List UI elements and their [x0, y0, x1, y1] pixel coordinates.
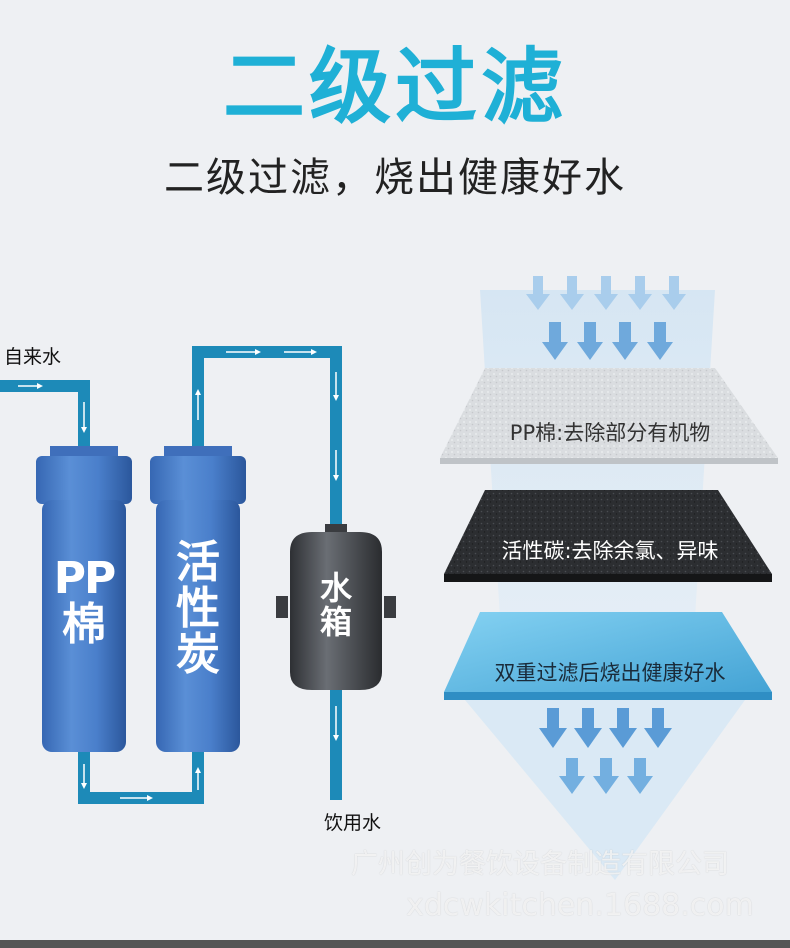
watermark-site: xdcwkitchen.1688.com [406, 888, 754, 923]
page-title: 二级过滤 [222, 40, 567, 135]
bottom-bar [0, 940, 790, 948]
pp-layer [440, 368, 778, 464]
tank-label: 水 箱 [319, 569, 352, 641]
carbon-layer-caption: 活性碳:去除余氯、异味 [501, 539, 719, 563]
water-tank [276, 524, 396, 690]
carbon-filter-cylinder [150, 446, 246, 752]
pipe-arrows [18, 349, 339, 801]
outlet-label: 饮用水 [324, 812, 382, 834]
pp-filter-cylinder [36, 446, 132, 752]
carbon-filter-label: 活 性 炭 [176, 537, 220, 681]
pp-layer-caption: PP棉:去除部分有机物 [509, 421, 711, 445]
clean-layer [444, 612, 772, 700]
pp-filter-label: PP 棉 [53, 553, 117, 651]
outflow-arrows-2 [559, 758, 653, 794]
inflow-arrows [526, 276, 686, 310]
inflow-arrows-2 [542, 322, 673, 360]
page-subtitle: 二级过滤，烧出健康好水 [164, 155, 626, 201]
outflow-arrows [539, 708, 672, 748]
clean-layer-caption: 双重过滤后烧出健康好水 [494, 661, 726, 685]
watermark-company: 广州创为餐饮设备制造有限公司 [351, 849, 729, 880]
carbon-layer [444, 490, 772, 582]
inlet-label: 自来水 [4, 346, 62, 368]
